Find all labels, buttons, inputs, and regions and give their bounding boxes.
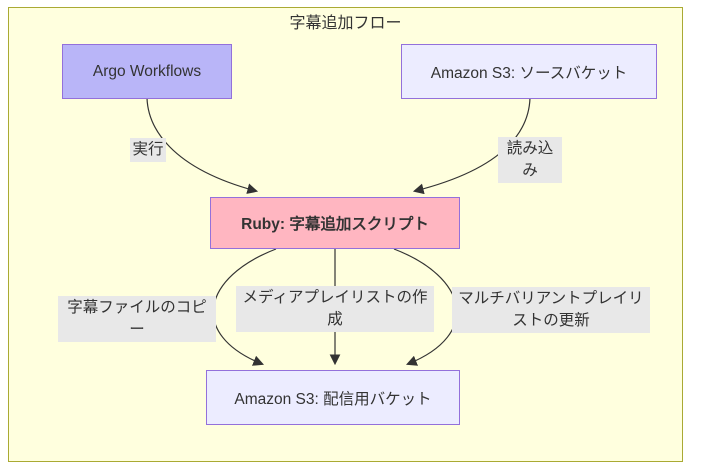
node-amazon-s3-distribution-bucket: Amazon S3: 配信用バケット [206, 370, 460, 425]
node-amazon-s3-distribution-bucket-label: Amazon S3: 配信用バケット [234, 390, 432, 408]
diagram-title: 字幕追加フロー [289, 15, 402, 32]
node-ruby-subtitle-script-label: Ruby: 字幕追加スクリプト [241, 216, 429, 233]
node-ruby-subtitle-script: Ruby: 字幕追加スクリプト [210, 197, 460, 249]
edge-label-update-multivariant-playlist: マルチバリアントプレイリストの更新 [452, 287, 650, 333]
edge-run-path [146, 97, 259, 194]
edge-label-read: 読み込み [498, 137, 562, 183]
node-argo-workflows: Argo Workflows [62, 44, 232, 99]
node-amazon-s3-source-bucket-label: Amazon S3: ソースバケット [430, 64, 628, 82]
node-argo-workflows-label: Argo Workflows [92, 62, 202, 80]
edge-label-create-media-playlist: メディアプレイリストの作成 [236, 286, 434, 332]
edge-label-run: 実行 [130, 138, 166, 162]
node-amazon-s3-source-bucket: Amazon S3: ソースバケット [401, 44, 657, 99]
edge-label-copy-subtitle-file: 字幕ファイルのコピー [58, 296, 216, 342]
